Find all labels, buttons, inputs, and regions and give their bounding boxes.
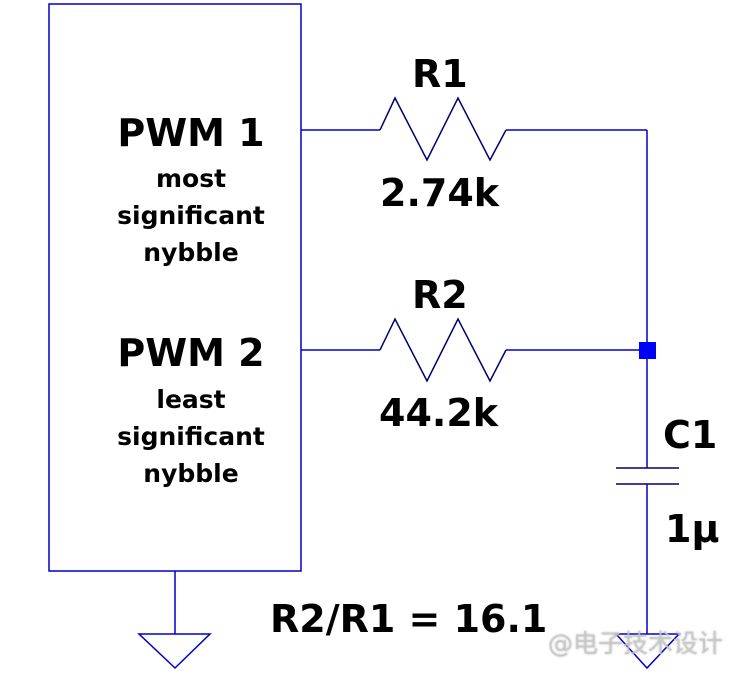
ground-symbol-right — [614, 633, 681, 670]
junction-dot — [639, 342, 656, 359]
pwm2-desc-line1: least — [156, 385, 226, 414]
r1-value-label: 2.74k — [380, 171, 500, 215]
ground-symbol-left — [137, 633, 212, 670]
resistor-r1-symbol — [379, 96, 507, 162]
watermark: @电子技术设计 — [548, 629, 724, 658]
pwm2-desc-line3: nybble — [143, 459, 239, 488]
pwm1-title: PWM 1 — [117, 111, 265, 155]
r2-ref-label: R2 — [412, 273, 468, 317]
c1-ref-label: C1 — [663, 413, 718, 457]
r1-ref-label: R1 — [412, 52, 468, 96]
pwm1-desc-line1: most — [155, 164, 227, 193]
pwm1-desc-line3: nybble — [143, 238, 239, 267]
pwm1-desc-line2: significant — [117, 201, 265, 230]
resistor-r2-symbol — [379, 317, 507, 383]
pwm2-desc-line2: significant — [117, 422, 265, 451]
pwm2-title: PWM 2 — [117, 331, 265, 375]
ratio-annotation: R2/R1 = 16.1 — [270, 597, 548, 641]
r2-value-label: 44.2k — [379, 391, 499, 435]
c1-value-label: 1µ — [665, 507, 720, 551]
